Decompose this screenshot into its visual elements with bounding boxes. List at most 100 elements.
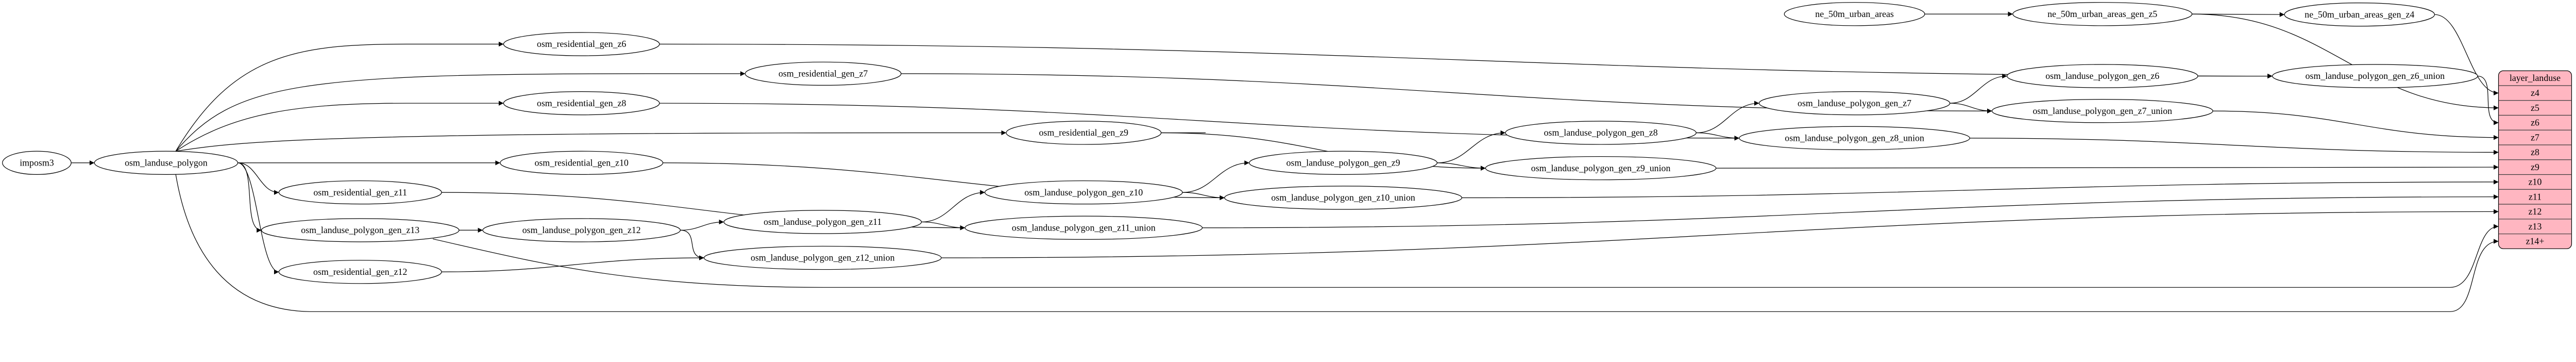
node-res-z10[interactable]: osm_residential_gen_z10 <box>500 151 664 175</box>
node-label: osm_landuse_polygon_gen_z12_union <box>751 253 895 263</box>
table-title: layer_landuse <box>2510 73 2561 83</box>
edge-lp-z9-to-lp-z8 <box>1437 130 1505 163</box>
node-lp-z12-union[interactable]: osm_landuse_polygon_gen_z12_union <box>703 245 942 270</box>
node-label: osm_landuse_polygon_gen_z9_union <box>1531 163 1671 173</box>
edge-lp-z10-union-to-table-z10 <box>1462 179 2499 199</box>
node-label: osm_landuse_polygon_gen_z13 <box>301 225 419 235</box>
node-label: osm_residential_gen_z10 <box>535 157 629 168</box>
node-label: osm_landuse_polygon_gen_z6_union <box>2306 71 2445 81</box>
node-lp-z7[interactable]: osm_landuse_polygon_gen_z7 <box>1758 91 1951 116</box>
node-lp-z12[interactable]: osm_landuse_polygon_gen_z12 <box>482 218 681 242</box>
edge-olp-to-res-z11 <box>238 162 279 195</box>
node-label: osm_landuse_polygon_gen_z11_union <box>1012 222 1156 233</box>
node-shape <box>1224 186 1462 210</box>
edge-lp-z11-to-lp-z10 <box>921 190 985 223</box>
node-label: osm_landuse_polygon_gen_z10_union <box>1271 192 1415 203</box>
edge-lp-z6-union-to-table-z6 <box>2478 75 2499 125</box>
node-label: osm_residential_gen_z9 <box>1039 127 1129 138</box>
node-shape <box>1485 156 1717 180</box>
node-olp[interactable]: osm_landuse_polygon <box>94 151 239 175</box>
node-shape <box>278 180 442 205</box>
node-label: osm_landuse_polygon_gen_z12 <box>522 225 641 235</box>
node-lp-z10-union[interactable]: osm_landuse_polygon_gen_z10_union <box>1224 186 1462 210</box>
node-res-z7[interactable]: osm_residential_gen_z7 <box>744 61 902 86</box>
node-label: osm_landuse_polygon_gen_z8 <box>1544 127 1658 138</box>
node-label: ne_50m_urban_areas_gen_z5 <box>2047 9 2157 19</box>
node-shape <box>744 61 902 86</box>
node-shape <box>964 216 1203 240</box>
edge-lp-z8-to-lp-z7 <box>1696 101 1759 134</box>
node-lp-z8[interactable]: osm_landuse_polygon_gen_z8 <box>1505 121 1697 145</box>
node-res-z8[interactable]: osm_residential_gen_z8 <box>503 91 660 116</box>
node-shape <box>2284 3 2435 27</box>
node-shape <box>985 180 1183 205</box>
node-label: osm_residential_gen_z11 <box>313 187 407 198</box>
node-shape <box>1784 2 1925 26</box>
node-label: osm_residential_gen_z12 <box>313 267 407 277</box>
node-lp-z13[interactable]: osm_landuse_polygon_gen_z13 <box>261 218 460 242</box>
node-imposm3[interactable]: imposm3 <box>2 151 72 175</box>
edge-lp-z7-to-lp-z7-union <box>1950 103 1992 113</box>
node-label: osm_residential_gen_z6 <box>537 39 626 49</box>
table-row-z13: z13 <box>2529 221 2542 232</box>
node-ne-urban[interactable]: ne_50m_urban_areas <box>1784 2 1925 26</box>
edge-olp-to-res-z8 <box>175 101 504 152</box>
node-res-z11[interactable]: osm_residential_gen_z11 <box>278 180 442 205</box>
node-ne-z5[interactable]: ne_50m_urban_areas_gen_z5 <box>2012 2 2193 26</box>
edge-ne-z4-to-table-z4 <box>2434 14 2499 96</box>
node-lp-z9-union[interactable]: osm_landuse_polygon_gen_z9_union <box>1485 156 1717 180</box>
nodes-layer: imposm3 osm_landuse_polygon osm_residentia… <box>2 2 2478 284</box>
node-lp-z8-union[interactable]: osm_landuse_polygon_gen_z8_union <box>1739 126 1970 151</box>
node-res-z12[interactable]: osm_residential_gen_z12 <box>278 260 442 284</box>
node-shape <box>278 260 442 284</box>
node-lp-z11[interactable]: osm_landuse_polygon_gen_z11 <box>723 210 922 234</box>
node-label: osm_landuse_polygon_gen_z8_union <box>1785 133 1924 143</box>
pipeline-diagram: imposm3 osm_landuse_polygon osm_residentia… <box>2 2 2572 312</box>
node-label: osm_residential_gen_z8 <box>537 98 626 108</box>
node-shape <box>723 210 922 234</box>
table-row-z5: z5 <box>2531 103 2539 113</box>
node-lp-z7-union[interactable]: osm_landuse_polygon_gen_z7_union <box>1991 99 2213 123</box>
edge-lp-z8-to-lp-z8-union <box>1696 132 1739 141</box>
layer-landuse-table: layer_landusez4z5z6z7z8z9z10z11z12z13z14… <box>2498 70 2572 249</box>
node-lp-z11-union[interactable]: osm_landuse_polygon_gen_z11_union <box>964 216 1203 240</box>
table-row-z6: z6 <box>2531 118 2539 128</box>
node-shape <box>2272 64 2478 88</box>
node-label: osm_landuse_polygon_gen_z9 <box>1286 157 1400 168</box>
node-label: osm_landuse_polygon_gen_z6 <box>2045 71 2159 81</box>
node-label: osm_landuse_polygon_gen_z7_union <box>2032 106 2172 116</box>
node-res-z9[interactable]: osm_residential_gen_z9 <box>1006 121 1162 145</box>
edge-olp-to-table-z14- <box>175 174 2499 312</box>
table-row-z7: z7 <box>2531 132 2539 142</box>
table-row-z10: z10 <box>2529 177 2542 187</box>
node-shape <box>1991 99 2213 123</box>
edge-lp-z9-union-to-table-z9 <box>1716 164 2499 170</box>
edge-lp-z11-to-lp-z11-union <box>921 221 965 231</box>
edge-lp-z10-to-lp-z9 <box>1182 160 1249 193</box>
node-lp-z6[interactable]: osm_landuse_polygon_gen_z6 <box>2007 64 2198 88</box>
table-row-z4: z4 <box>2531 88 2539 98</box>
edge-lp-z13-to-table-z13 <box>433 224 2499 288</box>
edge-lp-z12-union-to-table-z12 <box>941 209 2499 258</box>
node-ne-z4[interactable]: ne_50m_urban_areas_gen_z4 <box>2284 3 2435 27</box>
node-res-z6[interactable]: osm_residential_gen_z6 <box>503 32 660 56</box>
node-lp-z9[interactable]: osm_landuse_polygon_gen_z9 <box>1249 151 1438 175</box>
table-row-z14+: z14+ <box>2526 236 2545 246</box>
node-shape <box>94 151 239 175</box>
node-shape <box>2012 2 2193 26</box>
node-label: osm_landuse_polygon <box>125 157 208 168</box>
node-shape <box>2007 64 2198 88</box>
edge-lp-z11-union-to-table-z11 <box>1202 194 2499 228</box>
node-shape <box>2 151 72 175</box>
node-label: osm_landuse_polygon_gen_z7 <box>1798 98 1911 108</box>
table-row-z12: z12 <box>2529 206 2542 217</box>
node-lp-z6-union[interactable]: osm_landuse_polygon_gen_z6_union <box>2272 64 2478 88</box>
node-shape <box>1505 121 1697 145</box>
node-shape <box>261 218 460 242</box>
node-shape <box>503 32 660 56</box>
node-shape <box>482 218 681 242</box>
edge-olp-to-res-z6 <box>175 41 504 152</box>
edge-lp-z12-to-lp-z11 <box>680 219 724 231</box>
node-lp-z10[interactable]: osm_landuse_polygon_gen_z10 <box>985 180 1183 205</box>
table-row-z9: z9 <box>2531 162 2539 172</box>
